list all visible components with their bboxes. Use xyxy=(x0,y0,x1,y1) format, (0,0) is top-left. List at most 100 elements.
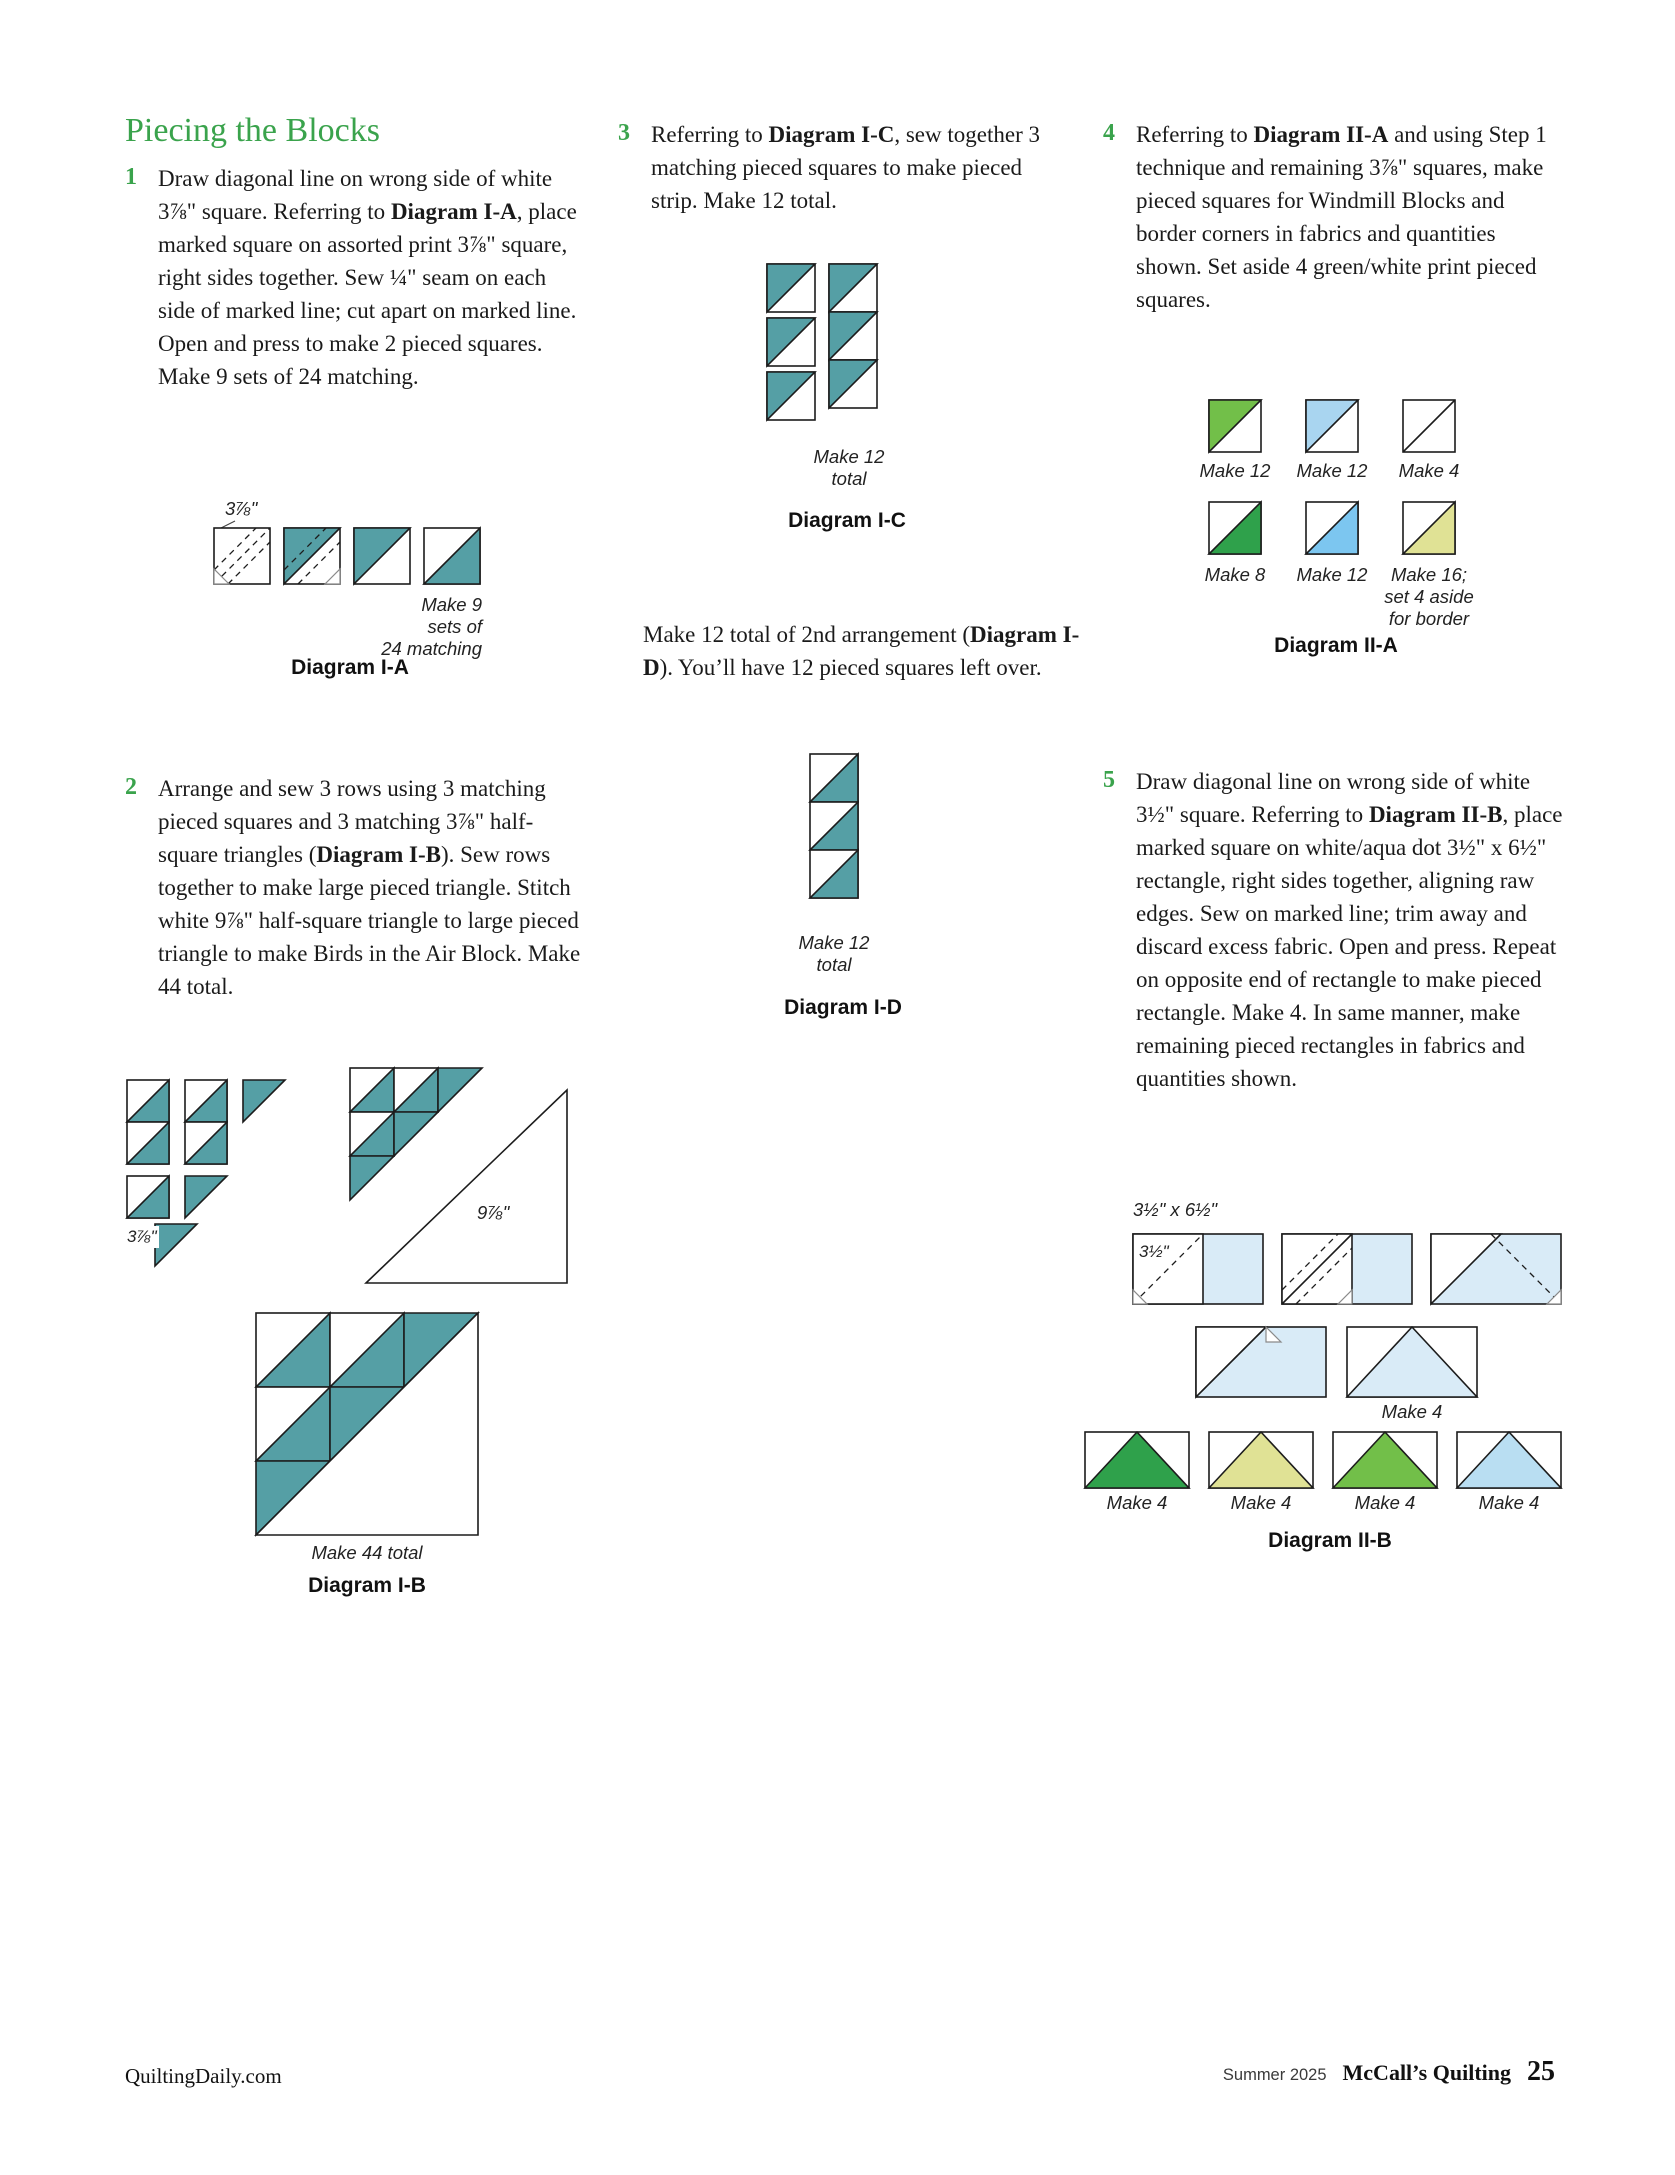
diagram-id-graphic xyxy=(808,752,859,899)
step-4-pre: Referring to xyxy=(1136,122,1254,147)
pieced-square xyxy=(183,1120,228,1165)
make-label: Make 16; set 4 aside for border xyxy=(1384,564,1474,629)
step-4-post: and using Step 1 technique and remaining… xyxy=(1136,122,1547,312)
diagram-iib: 3½" x 6½" 3½" Make 4 Make 4 Make 4 Make … xyxy=(1080,1195,1580,1555)
step-5: 5 Draw diagonal line on wrong side of wh… xyxy=(1103,765,1571,1095)
pieced-rectangle-green xyxy=(1083,1430,1191,1489)
step-5-diagram-ref: Diagram II-B xyxy=(1368,802,1503,827)
diagram-iia-graphic xyxy=(1207,399,1456,555)
make-label: Make 8 xyxy=(1204,564,1266,585)
make-label: Make 4 xyxy=(1230,1492,1292,1513)
step-3-text: Referring to Diagram I-C, sew together 3… xyxy=(651,118,1066,217)
size-label: 3⅞" xyxy=(125,1226,159,1248)
step-4-number: 4 xyxy=(1103,120,1115,146)
pieced-square-lightblue-white xyxy=(1305,399,1360,454)
half-square-triangle xyxy=(242,1079,287,1124)
pieced-strip xyxy=(828,263,879,410)
note-id: Make 12 total of 2nd arrangement (Diagra… xyxy=(643,618,1083,684)
pieced-square xyxy=(125,1174,170,1219)
step-1-pre: Draw diagonal line on wrong side of whit… xyxy=(158,166,553,224)
note-pre: Make 12 total of 2nd arrangement ( xyxy=(643,622,970,647)
step-4-diagram-ref: Diagram II-A xyxy=(1253,122,1389,147)
diagram-ia-title: Diagram I-A xyxy=(291,656,409,679)
step-5-number: 5 xyxy=(1103,767,1115,793)
make-label: Make 12 total xyxy=(798,932,870,975)
diagram-ia: 3⅞" Make 9 sets of 24 matching Diagram I… xyxy=(125,498,595,698)
footer-issue: Summer 2025 xyxy=(1222,2066,1327,2084)
step-1: 1 Draw diagonal line on wrong side of wh… xyxy=(125,162,583,393)
layered-squares xyxy=(283,527,342,586)
pieced-square-blue-white xyxy=(1304,500,1359,555)
white-half-square-triangle xyxy=(364,1088,568,1284)
make-label: Make 4 xyxy=(1106,1492,1168,1513)
diagram-iia-title: Diagram II-A xyxy=(1274,634,1398,657)
step-2-number: 2 xyxy=(125,774,137,800)
size-label: 3⅞" xyxy=(225,498,258,519)
step-4: 4 Referring to Diagram II-A and using St… xyxy=(1103,118,1565,316)
pieced-squares-column xyxy=(766,263,817,422)
make-label: Make 4 xyxy=(1354,1492,1416,1513)
pieced-square xyxy=(422,526,481,585)
section-heading: Piecing the Blocks xyxy=(125,112,380,149)
step-2-text: Arrange and sew 3 rows using 3 matching … xyxy=(158,772,583,1003)
make-label: Make 4 xyxy=(1381,1401,1443,1422)
note-diagram-ref: Diagram I-D xyxy=(643,622,1080,680)
half-square-triangle xyxy=(184,1175,229,1220)
step-3-pre: Referring to xyxy=(651,122,769,147)
diagram-id-title: Diagram I-D xyxy=(784,996,902,1019)
diagram-iia: Make 12 Make 12 Make 4 Make 8 Make 12 Ma… xyxy=(1190,398,1490,673)
step-5-text: Draw diagonal line on wrong side of whit… xyxy=(1136,765,1571,1095)
pieced-rectangle-aqua xyxy=(1345,1325,1479,1398)
step-1-post: , place marked square on assorted print … xyxy=(158,199,577,389)
diagram-ic-title: Diagram I-C xyxy=(788,509,906,532)
step-5-post: , place marked square on white/aqua dot … xyxy=(1136,802,1563,1091)
size-label: 9⅞" xyxy=(477,1202,510,1223)
pieced-triangle-rows xyxy=(348,1066,484,1202)
pieced-rectangle-applegreen xyxy=(1331,1430,1439,1489)
diagram-iib-graphic xyxy=(1083,1233,1563,1489)
pieced-square-green-white xyxy=(1208,399,1263,454)
make-label: Make 12 xyxy=(1199,460,1271,481)
marked-square xyxy=(213,527,271,585)
pieced-square xyxy=(353,527,412,586)
diagram-ic-graphic xyxy=(766,263,879,422)
make-label: Make 12 xyxy=(1296,564,1368,585)
step-3-diagram-ref: Diagram I-C xyxy=(768,122,895,147)
make-label: Make 4 xyxy=(1478,1492,1540,1513)
diagram-ib: 3⅞" 9⅞" Make 44 total Diagram I-B xyxy=(125,1066,605,1613)
step-1-number: 1 xyxy=(125,164,137,190)
make-label: Make 4 xyxy=(1398,460,1460,481)
diagram-ic: Make 12 total Diagram I-C xyxy=(765,258,935,543)
diagram-iib-title: Diagram II-B xyxy=(1268,1529,1392,1552)
step-3-number: 3 xyxy=(618,120,630,146)
make-label: Make 12 xyxy=(1296,460,1368,481)
pieced-square xyxy=(125,1078,170,1123)
diagram-ia-graphic xyxy=(213,520,481,586)
step-1-diagram-ref: Diagram I-A xyxy=(390,199,517,224)
diagram-ib-title: Diagram I-B xyxy=(308,1574,426,1597)
step-2-post: ). Sew rows together to make large piece… xyxy=(158,842,581,999)
step-1-text: Draw diagonal line on wrong side of whit… xyxy=(158,162,583,393)
step-2-pre: Arrange and sew 3 rows using 3 matching … xyxy=(158,776,546,867)
step-4-text: Referring to Diagram II-A and using Step… xyxy=(1136,118,1565,316)
footer-site: QuiltingDaily.com xyxy=(125,2064,282,2088)
footer-magazine: McCall’s Quilting xyxy=(1342,2060,1511,2085)
step-3: 3 Referring to Diagram I-C, sew together… xyxy=(618,118,1066,217)
pieced-square-yellow-white xyxy=(1401,500,1456,555)
step-2: 2 Arrange and sew 3 rows using 3 matchin… xyxy=(125,772,583,1003)
pieced-strip xyxy=(808,752,859,899)
size-label: 3½" x 6½" xyxy=(1133,1199,1218,1220)
pieced-square xyxy=(183,1078,228,1123)
birds-in-the-air-block xyxy=(254,1311,480,1537)
pieced-square-darkgreen-white xyxy=(1207,500,1262,555)
footer-page-number: 25 xyxy=(1527,2056,1555,2087)
step-2-diagram-ref: Diagram I-B xyxy=(316,842,441,867)
size-label: 3½" xyxy=(1137,1241,1171,1263)
make-label: Make 9 sets of 24 matching xyxy=(381,594,482,659)
diagram-id: Make 12 total Diagram I-D xyxy=(770,748,970,1033)
note-post: ). You’ll have 12 pieced squares left ov… xyxy=(659,655,1042,680)
pieced-square-white-white xyxy=(1402,399,1456,453)
step-5-pre: Draw diagonal line on wrong side of whit… xyxy=(1136,769,1531,827)
diagram-ib-graphic xyxy=(125,1066,568,1537)
